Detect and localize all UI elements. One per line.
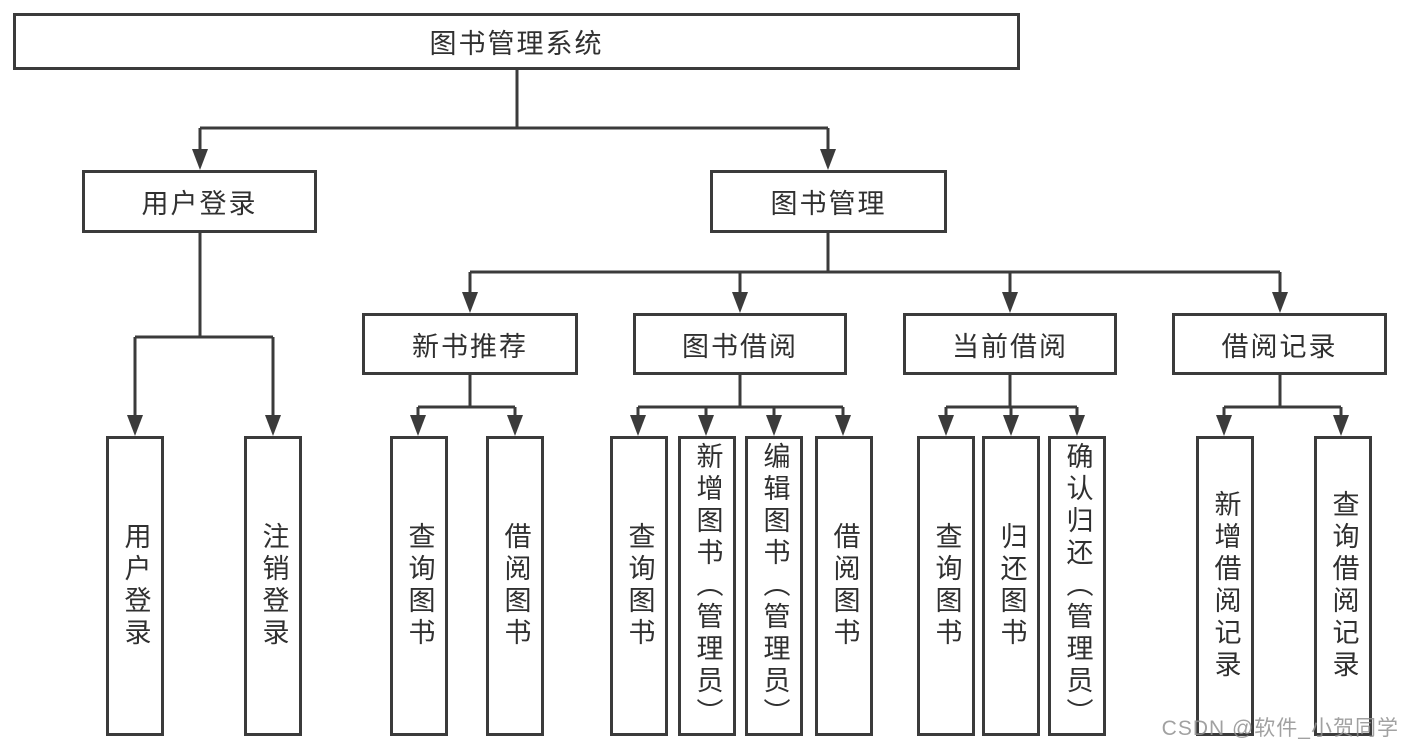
leaf-borrow-books-recommend: 借阅图书 — [486, 436, 544, 736]
node-current-borrowing: 当前借阅 — [903, 313, 1117, 375]
leaf-query-books-current: 查询图书 — [917, 436, 975, 736]
node-library-management-system: 图书管理系统 — [13, 13, 1020, 70]
arrowheads — [127, 149, 1349, 436]
leaf-add-book-admin: 新增图书（管理员） — [678, 436, 736, 736]
leaf-add-borrow-record: 新增借阅记录 — [1196, 436, 1254, 736]
leaf-return-book: 归还图书 — [982, 436, 1040, 736]
node-user-login: 用户登录 — [82, 170, 317, 233]
node-book-management: 图书管理 — [710, 170, 947, 233]
node-book-borrowing: 图书借阅 — [633, 313, 847, 375]
leaf-confirm-return-admin: 确认归还（管理员） — [1048, 436, 1106, 736]
leaf-user-login: 用户登录 — [106, 436, 164, 736]
leaf-edit-book-admin: 编辑图书（管理员） — [745, 436, 803, 736]
watermark: CSDN @软件_小贺同学 — [1161, 717, 1399, 740]
leaf-query-borrow-record: 查询借阅记录 — [1314, 436, 1372, 736]
leaf-query-books-recommend: 查询图书 — [390, 436, 448, 736]
node-new-book-recommend: 新书推荐 — [362, 313, 578, 375]
leaf-logout: 注销登录 — [244, 436, 302, 736]
leaf-borrow-books-borrowing: 借阅图书 — [815, 436, 873, 736]
node-borrowing-records: 借阅记录 — [1172, 313, 1387, 375]
leaf-query-books-borrowing: 查询图书 — [610, 436, 668, 736]
